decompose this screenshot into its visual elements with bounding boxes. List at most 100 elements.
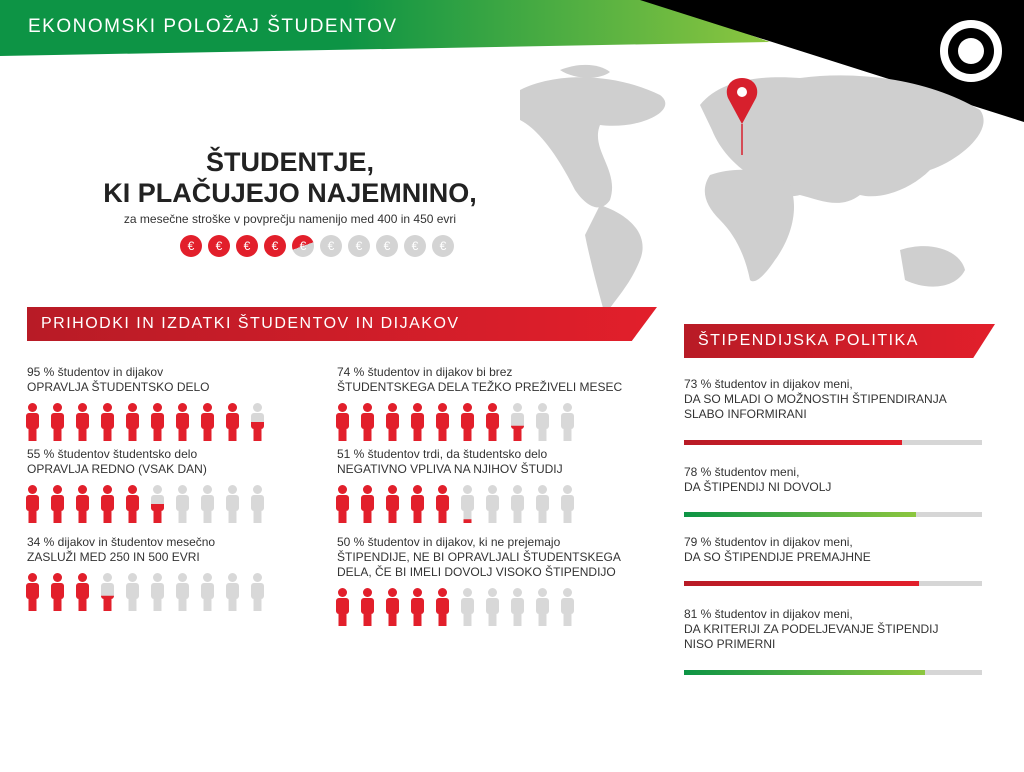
person-icon	[386, 403, 399, 441]
stat-line1: 74 % študentov in dijakov bi brez	[337, 365, 513, 379]
person-icon	[386, 485, 399, 523]
stat-line1: 55 % študentov študentsko delo	[27, 447, 198, 461]
person-icon	[151, 573, 164, 611]
person-icon	[436, 588, 449, 626]
person-icon	[251, 485, 264, 523]
euro-coin-icon: €	[236, 235, 258, 257]
person-icon	[511, 588, 524, 626]
scholarship-section-heading: ŠTIPENDIJSKA POLITIKA	[684, 324, 995, 358]
person-icon	[486, 588, 499, 626]
person-icon-row	[333, 485, 577, 523]
person-icon	[251, 573, 264, 611]
person-icon	[461, 403, 474, 441]
euro-coin-icon: €	[348, 235, 370, 257]
person-icon	[226, 485, 239, 523]
person-icon	[336, 588, 349, 626]
person-icon	[151, 403, 164, 441]
person-icon	[561, 588, 574, 626]
percentage-bar	[684, 670, 982, 675]
person-icon	[461, 485, 474, 523]
euro-coin-icon: €	[432, 235, 454, 257]
stat-line2: DA ŠTIPENDIJ NI DOVOLJ	[684, 480, 832, 494]
person-icon	[486, 403, 499, 441]
stat-line2: ŠTIPENDIJE, NE BI OPRAVLJALI ŠTUDENTSKEG…	[337, 550, 621, 564]
person-icon	[76, 485, 89, 523]
person-icon	[361, 485, 374, 523]
person-icon	[101, 485, 114, 523]
stat-line2: ŠTUDENTSKEGA DELA TEŽKO PREŽIVELI MESEC	[337, 380, 623, 394]
euro-coin-icon: €	[264, 235, 286, 257]
person-icon	[536, 403, 549, 441]
person-icon	[486, 485, 499, 523]
percentage-bar	[684, 512, 982, 517]
person-icon	[411, 485, 424, 523]
person-icon	[51, 573, 64, 611]
person-icon	[26, 485, 39, 523]
person-icon	[436, 403, 449, 441]
stat-line1: 50 % študentov in dijakov, ki ne prejema…	[337, 535, 561, 549]
person-icon	[361, 403, 374, 441]
person-icon	[561, 403, 574, 441]
stat-line2: DA KRITERIJI ZA PODELJEVANJE ŠTIPENDIJ	[684, 622, 939, 636]
person-icon-row	[333, 588, 577, 626]
person-icon	[436, 485, 449, 523]
person-icon	[411, 588, 424, 626]
person-icon	[176, 485, 189, 523]
scholarship-stat-text: 79 % študentov in dijakov meni,DA SO ŠTI…	[684, 535, 871, 565]
stat-line1: 73 % študentov in dijakov meni,	[684, 377, 853, 391]
person-icon	[151, 485, 164, 523]
organization-logo	[938, 18, 1004, 84]
scholarship-stat-text: 81 % študentov in dijakov meni,DA KRITER…	[684, 607, 939, 652]
percentage-bar-fill	[684, 581, 920, 586]
location-pin-icon	[726, 78, 758, 155]
person-icon	[461, 588, 474, 626]
percentage-bar-fill	[684, 512, 917, 517]
euro-coin-icon: €	[208, 235, 230, 257]
person-icon	[126, 485, 139, 523]
stat-line1: 79 % študentov in dijakov meni,	[684, 535, 853, 549]
stat-line2: DA SO ŠTIPENDIJE PREMAJHNE	[684, 550, 871, 564]
person-icon	[536, 588, 549, 626]
euro-coin-icon: €	[376, 235, 398, 257]
person-icon	[511, 485, 524, 523]
world-map	[520, 64, 984, 315]
percentage-bar	[684, 581, 982, 586]
person-icon	[26, 403, 39, 441]
stat-line2: NEGATIVNO VPLIVA NA NJIHOV ŠTUDIJ	[337, 462, 563, 476]
stat-line1: 95 % študentov in dijakov	[27, 365, 164, 379]
person-icon-row	[23, 485, 267, 523]
income-stat-text: 50 % študentov in dijakov, ki ne prejema…	[337, 535, 621, 580]
person-icon	[201, 485, 214, 523]
rent-subtitle: za mesečne stroške v povprečju namenijo …	[123, 212, 457, 226]
euro-coin-icon: €	[320, 235, 342, 257]
euro-coin-icon: €	[292, 235, 314, 257]
person-icon	[386, 588, 399, 626]
person-icon	[101, 403, 114, 441]
stat-line1: 51 % študentov trdi, da študentsko delo	[337, 447, 548, 461]
person-icon	[26, 573, 39, 611]
green-header-band	[0, 0, 770, 56]
person-icon	[176, 403, 189, 441]
person-icon	[51, 403, 64, 441]
stat-line3: SLABO INFORMIRANI	[684, 407, 807, 421]
person-icon	[361, 588, 374, 626]
page-title: EKONOMSKI POLOŽAJ ŠTUDENTOV	[28, 16, 398, 37]
person-icon	[411, 403, 424, 441]
person-icon	[536, 485, 549, 523]
stat-line1: 34 % dijakov in študentov mesečno	[27, 535, 216, 549]
person-icon	[201, 573, 214, 611]
scholarship-stat-text: 73 % študentov in dijakov meni,DA SO MLA…	[684, 377, 947, 422]
stat-line2: OPRAVLJA REDNO (VSAK DAN)	[27, 462, 207, 476]
person-icon	[226, 573, 239, 611]
person-icon	[511, 403, 524, 441]
percentage-bar-fill	[684, 440, 902, 445]
percentage-bar-fill	[684, 670, 926, 675]
rent-headline-line2: KI PLAČUJEJO NAJEMNINO,	[103, 178, 477, 208]
